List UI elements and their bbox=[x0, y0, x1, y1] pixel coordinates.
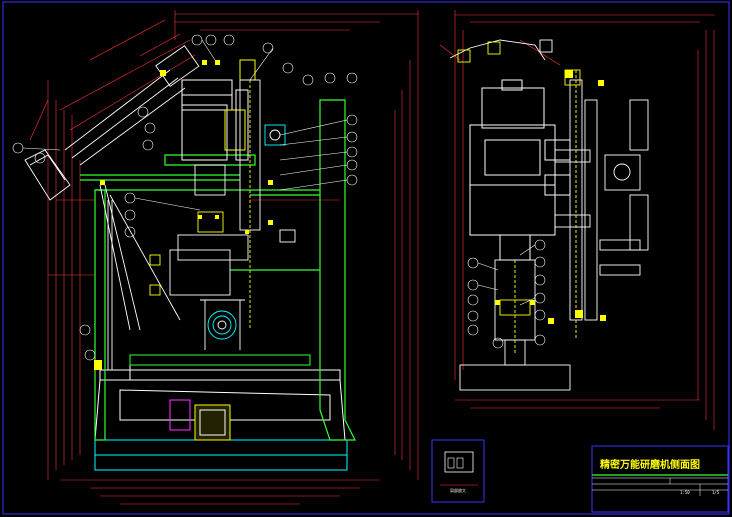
spindle-assembly bbox=[149, 79, 296, 350]
fasteners-left bbox=[94, 60, 273, 370]
part-callouts-right bbox=[467, 239, 546, 349]
fasteners-right bbox=[495, 70, 606, 324]
detail-inset-box: 局部放大 bbox=[431, 439, 485, 503]
dimension-lines-right bbox=[439, 10, 715, 430]
part-callouts-left bbox=[12, 34, 358, 361]
spindle-motor-right bbox=[469, 79, 571, 261]
lower-spindle-right bbox=[459, 259, 571, 391]
drawing-sheet: 1/5 bbox=[712, 490, 720, 495]
side-elevation-view bbox=[12, 10, 419, 505]
drawing-title: 精密万能研磨机侧面图 bbox=[600, 458, 700, 471]
main-motor bbox=[181, 59, 256, 161]
machine-column bbox=[80, 99, 356, 441]
top-arm-right bbox=[449, 39, 581, 86]
arm-linkage bbox=[24, 45, 200, 370]
spindle-column-right bbox=[554, 70, 649, 340]
title-block: 精密万能研磨机侧面图 1:50 1/5 bbox=[591, 445, 729, 513]
machine-base bbox=[94, 354, 348, 471]
spindle-detail-view bbox=[439, 10, 715, 430]
drawing-scale: 1:50 bbox=[680, 490, 690, 495]
dimension-lines-left bbox=[29, 10, 419, 505]
detail-inset-label: 局部放大 bbox=[450, 487, 466, 493]
